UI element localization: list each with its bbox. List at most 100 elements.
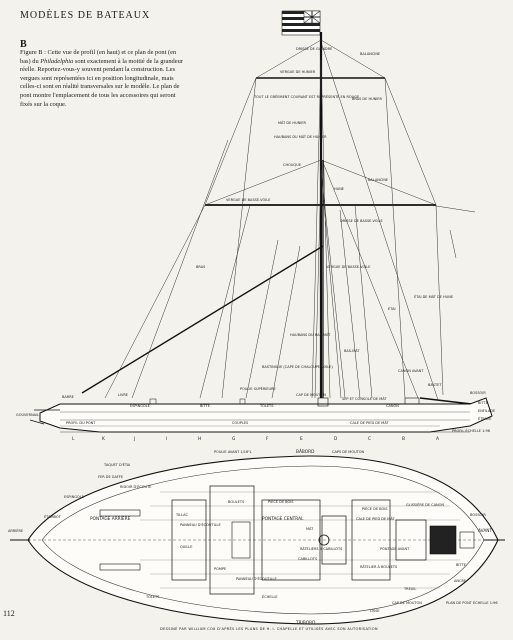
label-sep-console: SEP ET CONSOLE DE MÂT <box>342 396 387 401</box>
figure-letter: B <box>20 39 27 50</box>
label-etai-hunier: ÉTAI DE MÂT DE HUNE <box>414 294 453 299</box>
label-vergue-basse-voile: VERGUE DE BASSE-VOILE <box>226 198 270 202</box>
label-cale-pied-mat-2: CALE DE PIED DE MÂT <box>356 516 395 521</box>
label-plan-pont: PLAN DE PONT ÉCHELLE 1:96 <box>446 600 498 605</box>
label-tillac: TILLAC <box>175 513 188 517</box>
label-pontage-central: PONTAGE CENTRAL <box>262 516 304 522</box>
label-taquet-etai: TAQUET D'ÉTAI <box>103 462 130 467</box>
label-piece-bois: PIÈCE DE BOIS <box>268 499 294 504</box>
drawing-credit: DESSINÉ PAR WILLIAM COX D'APRÈS LES PLAN… <box>160 627 378 631</box>
label-bas-mat: BAS-MÂT <box>344 348 360 353</box>
label-bitte: BITTE <box>478 401 488 405</box>
label-rateliers: RÂTELIERS A CABILLOTS <box>300 546 343 551</box>
label-tolets-2: TOLETS <box>145 595 160 599</box>
label-balancine-mid: BALANCINE <box>368 178 388 182</box>
caption-text-start: Figure B : Cette vue de profil (en haut)… <box>20 49 177 65</box>
label-cabillots: CABILLOTS <box>298 557 318 561</box>
label-poulie-superieure: POULIE SUPÉRIEURE <box>240 386 276 391</box>
profile-labels: BALANCINE DRISSE DE GUINDRE VERGUE DE HU… <box>16 47 495 433</box>
label-lisse: LISSE <box>370 609 380 613</box>
label-bitte-2: BITTE <box>456 563 466 567</box>
label-guille: QUILLE <box>180 545 192 549</box>
label-arriere: ARRIÈRE <box>8 528 23 533</box>
label-tout-greement: TOUT LE GRÉEMENT COURANT EST REPRÉSENTÉ … <box>253 94 359 99</box>
label-haubans-hunier: HAUBANS DU MÂT DE HUNIER <box>274 134 327 139</box>
label-etrave: ÉTRAVE <box>478 416 491 421</box>
label-echelle: ÉCHELLE <box>262 594 278 599</box>
station-label: F <box>266 436 269 442</box>
station-label: D <box>334 436 338 442</box>
label-bossoir-2: BOSSOIR <box>470 513 486 517</box>
station-marks: L K J I H G F E D C B A <box>60 431 470 442</box>
label-ratelier-boulets: RÂTELIER À BOULETS <box>360 564 398 569</box>
deck-labels: POULIE AVANT 1/16"L CAPS DE MOUTON TAQUE… <box>8 448 498 626</box>
label-vergue-hunier: VERGUE DE HUNIER <box>280 70 316 74</box>
station-label: B <box>402 436 405 442</box>
label-bitte-mid: BITTE <box>200 404 210 408</box>
label-enfilade: ENFILADE <box>478 409 495 413</box>
label-poulie-avant: POULIE AVANT 1/16"L <box>214 450 252 454</box>
label-pontage-avant: PONTAGE AVANT <box>380 547 410 551</box>
boom <box>81 245 324 394</box>
station-label: L <box>72 436 75 442</box>
label-barre: BARRE <box>62 395 74 399</box>
label-cale-pied-mat: CALE DE PIED DE MÂT <box>350 420 389 425</box>
label-panneau-2: PANNEAU D'ÉCOUTILLE <box>236 576 277 581</box>
label-avant: AVANT <box>478 528 492 534</box>
label-livre: LIVRE <box>118 393 128 397</box>
label-profil-pont: PROFIL DU PONT <box>66 421 96 425</box>
label-ancre: ANCRE <box>454 579 466 583</box>
deck-plan <box>10 455 505 625</box>
label-vergue-basse: VERGUE DE BASSE-VOILE <box>326 265 370 269</box>
label-haubans-bas-mat: HAUBANS DU BAS-MÂT <box>290 332 331 337</box>
label-balancine-top: BALANCINE <box>360 52 380 56</box>
figure-caption: Figure B : Cette vue de profil (en haut)… <box>20 49 188 109</box>
station-label: A <box>436 436 439 442</box>
station-label: C <box>368 436 371 442</box>
label-babord: BÂBORD <box>296 448 315 455</box>
label-etai: ÉTAI <box>388 306 396 311</box>
label-bras-hunier: BRAS DE HUNIER <box>352 97 382 101</box>
label-mat-hunier: MÂT DE HUNIER <box>278 120 306 125</box>
flag-icon <box>281 10 321 36</box>
label-tribord: TRIBORD <box>295 620 316 626</box>
station-label: G <box>232 436 235 442</box>
hull-profile <box>29 397 493 433</box>
page-header: MODÈLES DE BATEAUX <box>20 10 151 21</box>
label-bras: BRAS <box>196 265 206 269</box>
mast <box>319 32 324 398</box>
label-boulets: BOULETS <box>228 500 245 504</box>
label-bossoir: BOSSOIR <box>470 391 486 395</box>
label-drisse-guindre: DRISSE DE GUINDRE <box>296 47 332 51</box>
label-bastingue: BASTINGUE (CAPE DE CHALOUPE VOILE) <box>262 365 333 369</box>
label-cap-mouton: CAP DE MOUTON <box>296 393 326 397</box>
label-chouque: CHOUQUE <box>283 163 301 167</box>
station-label: H <box>198 436 201 442</box>
label-espingole-2: ESPINGOLE <box>64 495 84 499</box>
station-label: I <box>166 436 167 442</box>
caption-text-end: sont exactement à la moitié de la grande… <box>20 57 183 108</box>
label-pontage-arriere: PONTAGE ARRIÈRE <box>90 514 131 522</box>
label-treuil: TREUIL <box>403 587 416 591</box>
station-label: E <box>300 436 303 442</box>
page-number: 112 <box>3 609 15 618</box>
label-drisse-basse-voile: DRISSE DE BASSE-VOILE <box>340 219 383 223</box>
label-tolets: TOLETS <box>259 404 274 408</box>
label-panneau-ecoutille: PANNEAU D'ÉCOUTILLE <box>180 522 221 527</box>
label-glissiere: GLISSIÈRE DE CANON <box>406 502 444 507</box>
label-etambot: ÉTAMBOT <box>44 514 62 519</box>
station-label: J <box>133 436 135 442</box>
label-caps-mouton: CAPS DE MOUTON <box>332 450 365 454</box>
label-fer-gaffe: FER DE GAFFE <box>98 475 123 479</box>
label-bastet: BASTET <box>428 383 442 387</box>
label-profil-echelle: PROFIL ÉCHELLE 1:96 <box>452 428 490 433</box>
label-piece-bois-2: PIÈCE DE BOIS <box>362 506 388 511</box>
label-mat: MÂT <box>306 526 314 531</box>
label-espingole: ESPINGOLE <box>130 404 150 408</box>
label-canon: CANON <box>386 404 399 408</box>
rigging-lines <box>104 39 476 401</box>
label-pompe: POMPE <box>214 567 226 571</box>
label-couples: COUPLES <box>232 421 249 425</box>
